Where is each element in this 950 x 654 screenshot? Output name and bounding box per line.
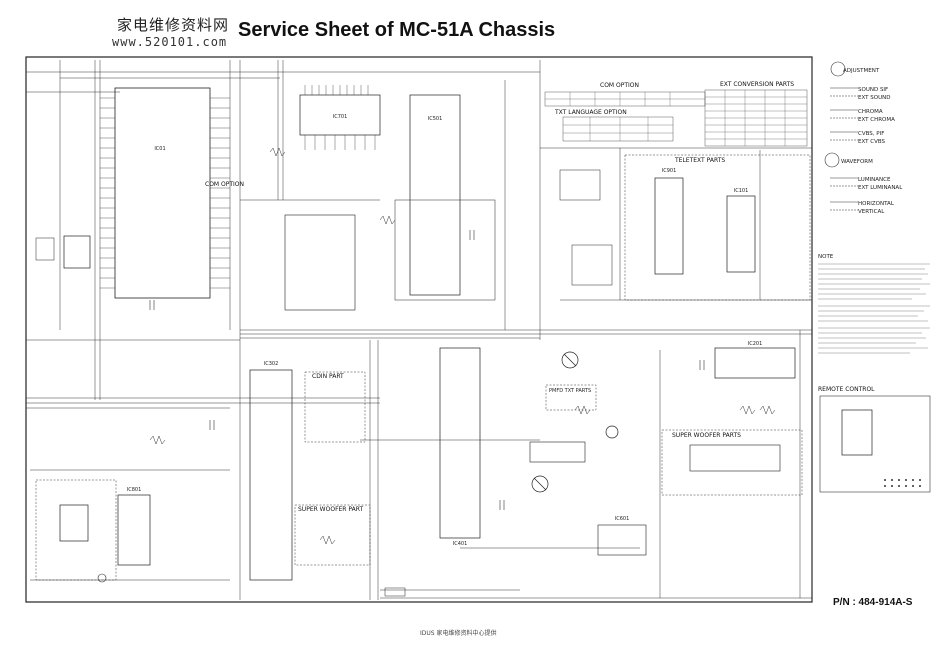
bus-lines bbox=[26, 71, 812, 599]
legend-block: ADJUSTMENT SOUND SIF EXT SOUND CHROMA EX… bbox=[824, 61, 903, 215]
svg-text:IC101: IC101 bbox=[734, 188, 749, 194]
svg-text:VERTICAL: VERTICAL bbox=[858, 209, 885, 215]
svg-text:CDIN PART: CDIN PART bbox=[312, 373, 344, 380]
svg-text:IC302: IC302 bbox=[264, 361, 279, 367]
svg-text:IC201: IC201 bbox=[748, 341, 763, 347]
com-option-table: COM OPTION bbox=[544, 82, 706, 107]
ic-main-micro: IC01 bbox=[100, 87, 230, 299]
sheet-title: Service Sheet of MC-51A Chassis bbox=[238, 19, 556, 41]
svg-text:COM OPTION: COM OPTION bbox=[600, 82, 639, 89]
svg-text:EXT CHROMA: EXT CHROMA bbox=[858, 117, 895, 123]
svg-text:SUPER WOOFER PART: SUPER WOOFER PART bbox=[298, 506, 363, 513]
svg-text:REMOTE CONTROL: REMOTE CONTROL bbox=[818, 386, 875, 393]
teletext-parts-box: TELETEXT PARTS IC901 IC101 bbox=[624, 154, 811, 301]
ic-upper-middle-2: IC501 bbox=[409, 94, 461, 296]
watermark-site-name: 家电维修资料网 bbox=[117, 16, 230, 34]
ic-right-amp: IC201 bbox=[714, 341, 796, 379]
ic-small-left-2 bbox=[35, 237, 55, 261]
svg-text:SUPER WOOFER PARTS: SUPER WOOFER PARTS bbox=[672, 432, 741, 439]
remote-control-block: REMOTE CONTROL bbox=[818, 386, 931, 493]
svg-text:TELETEXT PARTS: TELETEXT PARTS bbox=[674, 157, 725, 164]
ic-teletext-support bbox=[559, 169, 601, 201]
schematic-frame bbox=[25, 56, 813, 603]
legend-waveform-title: WAVEFORM bbox=[841, 159, 873, 165]
ext-conversion-table: EXT CONVERSION PARTS bbox=[704, 81, 808, 147]
pmfd-txt-parts-box: PMFD TXT PARTS bbox=[545, 384, 597, 411]
cdin-part-box: CDIN PART bbox=[304, 371, 366, 443]
svg-text:SOUND SIF: SOUND SIF bbox=[858, 87, 888, 93]
svg-text:EXT CVBS: EXT CVBS bbox=[858, 139, 886, 145]
resistor-glyphs bbox=[149, 147, 776, 545]
txt-language-table: TXT LANGUAGE OPTION bbox=[554, 109, 674, 142]
ic-center-block bbox=[284, 214, 356, 311]
svg-text:IC801: IC801 bbox=[127, 487, 142, 493]
ic-label: IC01 bbox=[154, 146, 165, 152]
section-com-option-left: COM OPTION bbox=[205, 181, 244, 188]
bottom-connector bbox=[384, 587, 406, 597]
notes-block: NOTE bbox=[818, 254, 930, 354]
ic-lower-middle-2: IC401 bbox=[439, 347, 481, 547]
capacitor-glyphs bbox=[149, 230, 705, 510]
svg-text:IC901: IC901 bbox=[662, 168, 677, 174]
svg-text:IC501: IC501 bbox=[428, 116, 443, 122]
svg-text:IC601: IC601 bbox=[615, 516, 630, 522]
svg-text:EXT CONVERSION PARTS: EXT CONVERSION PARTS bbox=[720, 81, 794, 88]
svg-text:IC701: IC701 bbox=[333, 114, 348, 120]
super-woofer-parts-box: SUPER WOOFER PARTS bbox=[661, 429, 803, 496]
svg-text:LUMINANCE: LUMINANCE bbox=[858, 177, 891, 183]
watermark-site-url: www.520101.com bbox=[112, 35, 228, 49]
footer-credit: IDUS 家电维修资料中心提供 bbox=[420, 630, 497, 637]
svg-text:CHROMA: CHROMA bbox=[858, 109, 883, 115]
svg-text:PMFD TXT PARTS: PMFD TXT PARTS bbox=[549, 388, 591, 394]
svg-text:CVBS, PIF: CVBS, PIF bbox=[858, 131, 884, 137]
ic-teletext-support-2 bbox=[571, 244, 613, 286]
svg-text:NOTE: NOTE bbox=[818, 254, 834, 260]
ic-small-left bbox=[63, 235, 91, 269]
svg-text:EXT LUMINANAL: EXT LUMINANAL bbox=[858, 185, 903, 191]
ic-lower-left-section: IC801 bbox=[35, 479, 151, 583]
ic-upper-middle-1: IC701 bbox=[299, 85, 381, 150]
ic-lower-middle-large: IC302 bbox=[249, 361, 293, 581]
svg-text:EXT SOUND: EXT SOUND bbox=[858, 95, 890, 101]
adjustment-knobs bbox=[531, 351, 619, 493]
legend-adjustment-title: ADJUSTMENT bbox=[843, 68, 880, 74]
ic-lower-right-support: IC601 bbox=[529, 441, 647, 556]
svg-text:IC401: IC401 bbox=[453, 541, 468, 547]
super-woofer-part-box: SUPER WOOFER PART bbox=[294, 504, 371, 566]
svg-text:TXT LANGUAGE OPTION: TXT LANGUAGE OPTION bbox=[554, 109, 627, 116]
part-number: P/N : 484-914A-S bbox=[833, 597, 913, 608]
svg-text:HORIZONTAL: HORIZONTAL bbox=[858, 201, 895, 207]
ic-center-block-2 bbox=[394, 199, 496, 301]
vertical-bus-lines bbox=[59, 57, 813, 602]
